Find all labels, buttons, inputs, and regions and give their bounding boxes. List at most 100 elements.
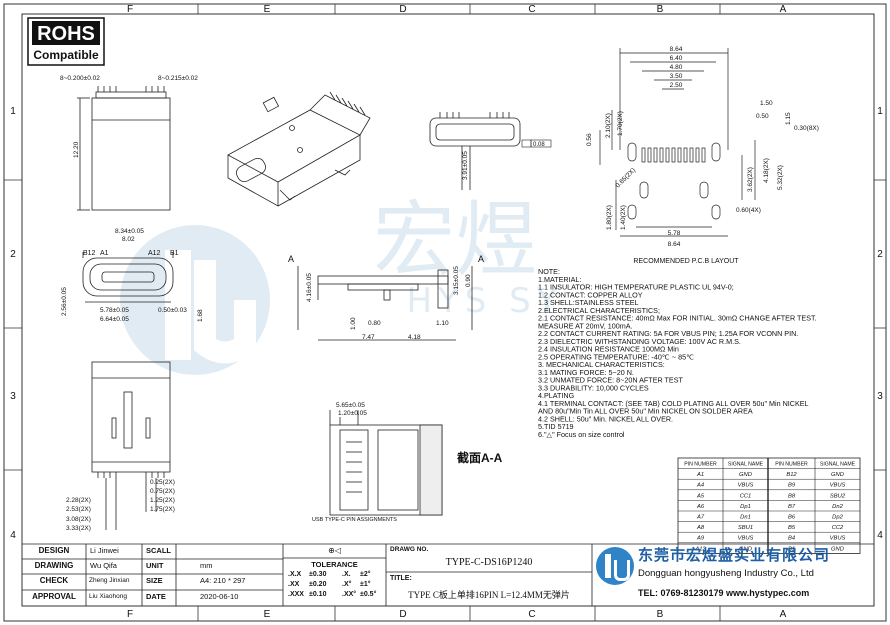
dim-front-top1: 8.34±0.05	[115, 228, 144, 235]
company-contact: TEL: 0769-81230179 www.hystypec.com	[638, 588, 810, 598]
dim-front-top2: 8.02	[122, 236, 135, 243]
dim-sect-h3: 0.90	[465, 274, 472, 287]
isometric-view	[227, 91, 371, 207]
rohs-title: ROHS	[37, 23, 95, 45]
company-logo	[596, 547, 634, 585]
dim-pcb-w1: 8.64	[670, 46, 683, 53]
grid-letters-top: F E D C B A	[127, 4, 787, 15]
note-line: 1.MATERIAL:	[538, 275, 581, 284]
design-value: Li Jinwei	[90, 546, 119, 555]
dim-bottom-l4: 3.33(2X)	[66, 525, 91, 532]
section-view	[297, 266, 473, 341]
grid-letter: D	[399, 609, 406, 620]
dim-sect-h2: 3.15±0.05	[453, 266, 460, 295]
pcb-caption: RECOMMENDED P.C.B LAYOUT	[633, 258, 739, 265]
grid-numbers-right: 1 2 3 4	[877, 106, 883, 541]
grid-letter: E	[264, 4, 271, 15]
note-line: 3.2 UNMATED FORCE: 8~20N AFTER TEST	[538, 376, 684, 385]
grid-number: 2	[10, 249, 16, 260]
dim-pcb-b1: 5.78	[668, 230, 681, 237]
pin-table-cell: B9	[788, 483, 796, 489]
dim-pcb-w3: 4.80	[670, 64, 683, 71]
grid-number: 3	[10, 391, 16, 402]
pin-table-cell: B8	[788, 493, 796, 499]
tolerance-cell: ±2°	[360, 571, 371, 578]
note-line: 2.3 DIELECTRIC WITHSTANDING VOLTAGE: 100…	[538, 337, 741, 346]
pin-table-cell: VBUS	[738, 536, 754, 542]
section-aa-caption: USB TYPE-C PIN ASSIGNMENTS	[312, 517, 397, 523]
pin-table-cell: GND	[739, 472, 752, 478]
title-block	[22, 543, 874, 606]
dim-bottom-r1: 0.25(2X)	[150, 479, 175, 486]
grid-number: 1	[877, 106, 883, 117]
dim-bottom-r2: 0.75(2X)	[150, 488, 175, 495]
tolerance-frame	[530, 139, 552, 148]
pcb-layout	[599, 48, 756, 237]
pin-table-cell: A9	[696, 536, 705, 542]
grid-letter: C	[528, 4, 535, 15]
pin-table-cell: CC2	[832, 525, 844, 531]
note-line: 1.2 CONTACT: COPPER ALLOY	[538, 290, 643, 299]
dim-sect-h1: 4.16±0.05	[306, 273, 313, 302]
dim-bottom-l1: 2.28(2X)	[66, 497, 91, 504]
pin-table-cell: Dp2	[832, 515, 843, 521]
grid-letters-bottom: F E D C B A	[127, 609, 787, 620]
pin-table-cell: B4	[788, 536, 795, 542]
dim-front-h2: 1.68	[197, 309, 204, 322]
dim-front-bot3: 0.50±0.03	[158, 307, 187, 314]
grid-letter: E	[264, 609, 271, 620]
tolerance-cell: ±0.30	[309, 571, 327, 578]
grid-letter: F	[127, 4, 133, 15]
end-view	[429, 112, 521, 190]
tolerance-frame	[521, 139, 532, 148]
dim-sect-d1: 1.00	[350, 317, 357, 330]
note-line: 2.1 CONTACT RESISTANCE: 40mΩ Max FOR INI…	[538, 314, 817, 323]
company-name-en: Dongguan hongyusheng Industry Co., Ltd	[638, 568, 814, 579]
bottom-view	[91, 361, 171, 530]
grid-letter: F	[127, 609, 133, 620]
pin-table-cell: Dn2	[832, 504, 843, 510]
outer-border	[3, 3, 887, 622]
grid-number: 4	[877, 530, 883, 541]
dim-pcb-r1: 0.30(8X)	[794, 125, 819, 132]
pin-table-header: SIGNAL NAME	[820, 462, 856, 468]
check-label: CHECK	[39, 576, 69, 585]
note-line: 4.1 TERMINAL CONTACT: (SEE TAB) COLD PLA…	[538, 399, 809, 408]
note-line: 2.4 INSULATION RESISTANCE 100MΩ Min	[538, 345, 679, 354]
grid-letter: B	[657, 4, 664, 15]
rohs-badge: ROHS Compatible	[27, 17, 105, 66]
approval-value: Liu Xiaohong	[89, 593, 127, 600]
tolerance-cell: ±0.10	[309, 591, 327, 598]
company-name-cn: 东莞市宏煜盛实业有限公司	[638, 546, 831, 564]
pin-table-cell: A4	[696, 483, 704, 489]
unit-label: UNIT	[146, 561, 164, 570]
note-line: AND 80u"Min Tin ALL OVER 50u" Min NICKEL…	[538, 407, 753, 416]
note-line: 2.2 CONTACT CURRENT RATING: 5A FOR VBUS …	[538, 329, 798, 338]
dim-pcb-w7: 0.50	[756, 113, 769, 120]
dim-pcb-l6: 1.40(2X)	[620, 205, 627, 230]
grid-number: 3	[877, 391, 883, 402]
pin-table-cell: VBUS	[830, 536, 846, 542]
pin-table-frame	[677, 457, 861, 554]
pin-table-cell: Dp1	[740, 504, 751, 510]
tolerance-cell: .X°	[342, 581, 352, 588]
pin-table-cell: CC1	[740, 493, 752, 499]
grid-numbers-left: 1 2 3 4	[10, 106, 16, 541]
tolerance-cell: .XX°	[342, 591, 357, 598]
pin-table-cell: GND	[739, 546, 752, 552]
note-line: 3.3 DURABILITY: 10,000 CYCLES	[538, 383, 649, 392]
tolerance-cell: .XXX	[288, 591, 304, 598]
pin-table-cell: A5	[696, 493, 705, 499]
grid-letter: B	[657, 609, 664, 620]
check-value: Zheng Jinxian	[89, 577, 130, 584]
dim-pcb-l2: 1.70(2X)	[617, 111, 624, 136]
grid-ticks	[4, 4, 886, 621]
dim-pcb-r3: 5.32(2X)	[777, 165, 784, 190]
pin-table-cell: A1	[696, 472, 704, 478]
dim-pcb-w8: 1.15	[785, 112, 792, 125]
drawing-label: DRAWING	[34, 561, 74, 570]
date-label: DATE	[146, 592, 166, 601]
pin-table-cell: GND	[831, 546, 844, 552]
grid-letter: A	[780, 609, 787, 620]
